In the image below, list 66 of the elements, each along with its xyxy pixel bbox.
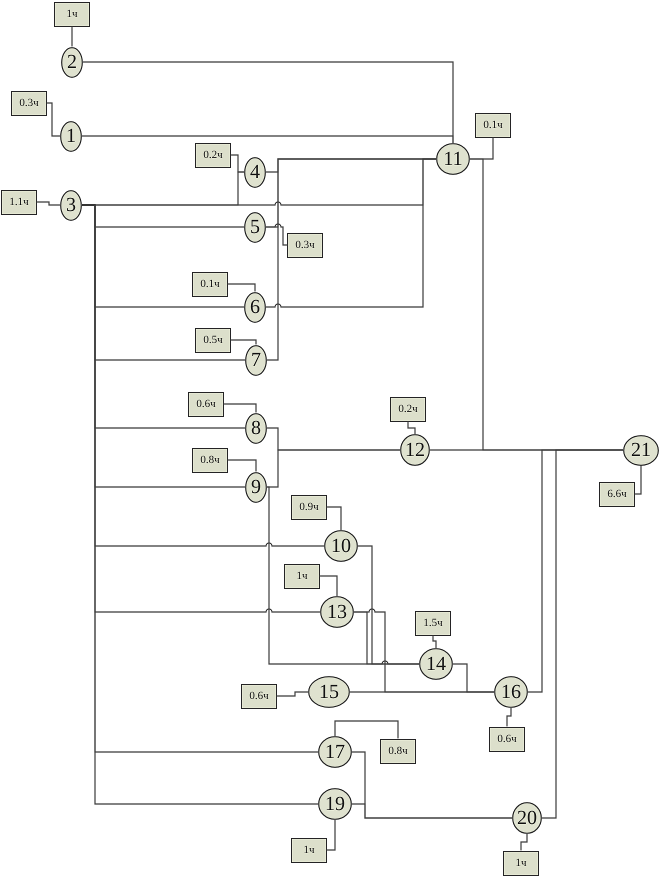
event-circle: 21 (623, 434, 659, 466)
leader-line (506, 708, 512, 726)
duration-box: 0.1ч (192, 272, 228, 296)
event-circle: 11 (436, 143, 470, 175)
connector-line (267, 158, 436, 361)
connector-line (82, 135, 454, 143)
event-circle: 8 (245, 412, 267, 444)
event-circle: 5 (244, 212, 266, 242)
event-circle: 19 (318, 788, 352, 820)
duration-box: 1.1ч (1, 190, 37, 214)
leader-line (334, 720, 399, 738)
leader-line (320, 575, 338, 596)
event-circle: 10 (324, 530, 358, 562)
duration-box: 0.6ч (489, 726, 525, 752)
duration-box: 0.9ч (291, 494, 327, 520)
duration-box: 0.8ч (192, 448, 228, 472)
leader-line (327, 820, 336, 851)
event-circle: 14 (419, 648, 453, 680)
connector-line (350, 691, 494, 693)
leader-line (71, 26, 73, 46)
event-circle: 4 (244, 156, 266, 188)
connector-line (267, 449, 400, 488)
duration-box: 1.5ч (415, 610, 451, 636)
connector-line (352, 803, 512, 819)
duration-box: 0.2ч (390, 396, 426, 422)
duration-box: 0.5ч (195, 328, 231, 352)
leader-line (224, 403, 257, 412)
duration-box: 1ч (503, 850, 539, 876)
duration-box: 0.3ч (287, 232, 323, 258)
event-circle: 3 (60, 190, 82, 220)
leader-line (432, 636, 437, 648)
connector-line (542, 449, 623, 819)
leader-line (635, 466, 642, 495)
leader-line (47, 102, 60, 137)
event-circle: 7 (245, 344, 267, 376)
event-circle: 2 (61, 46, 83, 78)
duration-box: 0.6ч (241, 684, 277, 708)
duration-box: 0.1ч (475, 112, 511, 138)
event-circle: 6 (244, 292, 266, 322)
event-circle: 17 (318, 736, 352, 768)
leader-line (231, 154, 244, 173)
event-circle: 1 (60, 120, 82, 152)
event-circle: 15 (308, 676, 350, 708)
event-circle: 9 (245, 472, 267, 502)
duration-box: 1ч (284, 564, 320, 588)
event-circle: 13 (320, 596, 354, 628)
leader-line (327, 506, 342, 530)
leader-line (407, 422, 416, 434)
duration-box: 0.2ч (195, 142, 231, 168)
event-circle: 16 (494, 676, 528, 708)
leader-line (520, 834, 528, 850)
duration-box: 0.3ч (11, 90, 47, 116)
event-circle: 12 (400, 434, 430, 466)
leader-line (228, 459, 257, 472)
duration-box: 0.8ч (380, 738, 416, 764)
leader-line (277, 691, 308, 697)
duration-box: 1ч (291, 838, 327, 862)
leader-line (470, 138, 494, 160)
leader-line (266, 223, 287, 246)
leader-line (231, 339, 257, 344)
event-circle: 20 (512, 802, 542, 834)
leader-line (37, 201, 60, 206)
duration-box: 0.6ч (188, 392, 224, 416)
duration-box: 6.6ч (599, 482, 635, 506)
duration-box: 1ч (54, 2, 90, 26)
leader-line (228, 283, 256, 292)
